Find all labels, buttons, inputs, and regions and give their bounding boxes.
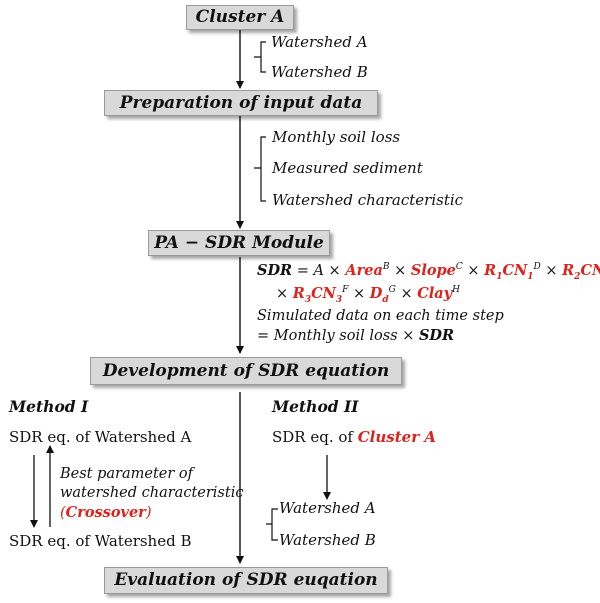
eq-sub-1a: 1 <box>496 271 503 282</box>
step-cluster-box: Cluster A <box>186 5 294 30</box>
method1-eq-watershed-a: SDR eq. of Watershed A <box>9 428 192 446</box>
method2-item-watershed-b: Watershed B <box>279 531 376 549</box>
method1-eq-watershed-b: SDR eq. of Watershed B <box>9 532 192 550</box>
input-item-measured-sediment: Measured sediment <box>272 159 423 177</box>
method1-note-line2: watershed characteristic <box>60 485 244 501</box>
input-item-watershed-characteristic: Watershed characteristic <box>272 191 464 209</box>
step-evaluation-label: Evaluation of SDR euqation <box>114 570 378 590</box>
simulated-line2-text: = Monthly soil loss × <box>257 328 419 344</box>
cluster-item-watershed-b: Watershed B <box>271 63 368 81</box>
eq-slope: Slope <box>410 262 456 279</box>
method2-eq-cluster: SDR eq. of Cluster A <box>272 428 436 446</box>
eq-sup-c: C <box>455 262 463 273</box>
cluster-item-watershed-a: Watershed A <box>271 33 368 51</box>
eq-equals: = A × <box>292 263 346 279</box>
method1-note-line1: Best parameter of <box>60 466 193 482</box>
eq-sup-h: H <box>452 285 460 296</box>
eq-sup-d: D <box>533 262 541 273</box>
step-development-box: Development of SDR equation <box>90 357 402 385</box>
simulated-line1: Simulated data on each time step <box>257 308 504 324</box>
eq-cn1: CN <box>502 262 528 279</box>
eq-dd: D <box>369 285 383 302</box>
eq-times-2: × <box>462 263 485 279</box>
eq-sup-b: B <box>382 262 390 273</box>
eq-cn3: CN <box>311 285 336 302</box>
eq-times-4: × <box>276 286 293 302</box>
method2-title: Method II <box>272 397 359 416</box>
eq-clay: Clay <box>417 285 453 302</box>
eq-r1: R <box>484 262 497 279</box>
eq-times-3: × <box>540 263 563 279</box>
simulated-line2-sdr: SDR <box>418 327 455 344</box>
eq-cn2: CN <box>580 262 600 279</box>
method2-eq-prefix: SDR eq. of <box>272 428 358 446</box>
method1-note-open: ( <box>60 505 66 521</box>
eq-r2: R <box>562 262 575 279</box>
eq-sup-f: F <box>342 285 349 296</box>
eq-sub-d: d <box>382 294 389 305</box>
sdr-equation-line1: SDR = A × AreaB × SlopeC × R1CN1D × R2CN… <box>257 262 600 282</box>
method1-title: Method I <box>9 397 89 416</box>
step-module-box: PA − SDR Module <box>148 230 330 256</box>
eq-times-1: × <box>389 263 411 279</box>
sdr-equation-line2: × R3CN3F × DdG × ClayH <box>276 285 460 305</box>
method1-note-line3: (Crossover) <box>60 504 151 521</box>
simulated-line2: = Monthly soil loss × SDR <box>257 327 454 344</box>
bracket-method2 <box>266 508 278 541</box>
method1-note-close: ) <box>145 505 152 521</box>
eq-times-5: × <box>348 286 370 302</box>
step-module-label: PA − SDR Module <box>154 233 324 253</box>
eq-area: Area <box>345 262 383 279</box>
eq-sub-1b: 1 <box>527 271 534 282</box>
method1-note-crossover: Crossover <box>65 504 146 521</box>
step-development-label: Development of SDR equation <box>102 361 390 381</box>
eq-sub-2a: 2 <box>574 271 581 282</box>
eq-times-6: × <box>395 286 418 302</box>
step-preparation-label: Preparation of input data <box>119 93 363 113</box>
method2-eq-cluster-a: Cluster A <box>357 428 436 446</box>
eq-sdr: SDR <box>257 262 293 279</box>
method2-item-watershed-a: Watershed A <box>279 499 376 517</box>
bracket-cluster <box>254 41 266 73</box>
eq-sub-3a: 3 <box>304 294 312 305</box>
step-evaluation-box: Evaluation of SDR euqation <box>104 567 388 594</box>
step-preparation-box: Preparation of input data <box>104 90 378 116</box>
eq-sub-3b: 3 <box>335 294 343 305</box>
input-item-monthly-soil-loss: Monthly soil loss <box>272 128 401 146</box>
step-cluster-label: Cluster A <box>195 7 285 27</box>
bracket-inputs <box>254 136 266 202</box>
eq-r3: R <box>292 285 305 302</box>
eq-sup-g: G <box>388 285 396 296</box>
